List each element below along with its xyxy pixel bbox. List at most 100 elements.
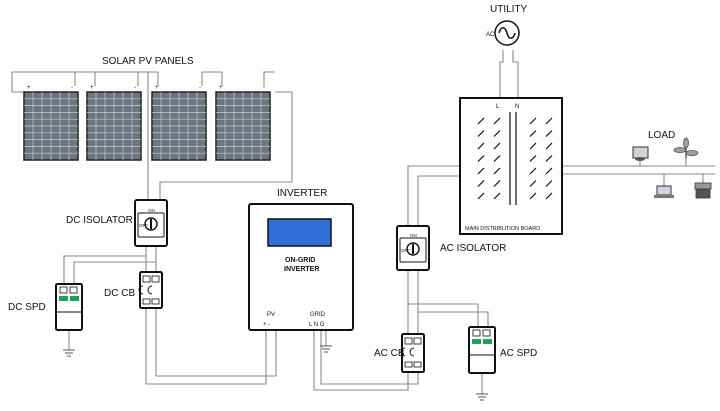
mdb-breaker-rows xyxy=(477,117,553,200)
panel-negative-terminal: - xyxy=(71,85,73,91)
panel-negative-terminal: - xyxy=(199,85,201,91)
ac-spd-wire-a xyxy=(408,303,479,328)
inverter-type-line2: INVERTER xyxy=(284,266,319,273)
solar-panel-array: +-+-+-+- xyxy=(23,85,271,161)
breaker-switch-icon xyxy=(529,192,537,200)
utility-l-wire xyxy=(499,50,504,98)
inverter-grid-terminals: L N G xyxy=(309,322,325,328)
mdb-label: MAIN DISTRIBUTION BOARD xyxy=(465,226,540,232)
solar-panel: +- xyxy=(23,85,79,161)
breaker-switch-icon xyxy=(545,130,553,137)
breaker-switch-icon xyxy=(477,130,485,137)
solar-panel: +- xyxy=(86,85,142,161)
dc-cb-label: DC CB xyxy=(104,288,135,299)
dc-spd-wire-b xyxy=(73,261,156,285)
inv-grid-n-wire xyxy=(320,330,419,385)
breaker-switch-icon xyxy=(493,142,501,150)
ac-isolator-on-label: ON xyxy=(410,233,417,238)
pv-negative-wire xyxy=(159,91,293,200)
dc-circuit-breaker[interactable] xyxy=(138,271,163,309)
laptop-icon xyxy=(654,185,674,198)
breaker-switch-icon xyxy=(529,142,537,150)
breaker-switch-icon xyxy=(545,142,553,150)
ac-symbol-label: AC xyxy=(486,32,495,38)
dc-isolator-off-label: OFF xyxy=(139,223,148,228)
dc-spd-label: DC SPD xyxy=(8,302,46,313)
mdb-l-label: L xyxy=(496,104,500,110)
ground-dc-spd xyxy=(63,330,75,357)
ac-iso-mdb-wire-b xyxy=(417,175,460,226)
dc-spd-indicator xyxy=(59,296,68,301)
panel-negative-terminal: - xyxy=(263,85,265,91)
solar-pv-panels-label: SOLAR PV PANELS xyxy=(102,56,194,67)
breaker-switch-icon xyxy=(477,155,485,162)
breaker-switch-icon xyxy=(493,192,501,200)
inverter-type-line1: ON-GRID xyxy=(285,257,315,264)
ac-spd[interactable] xyxy=(468,326,496,374)
dc-isolator-label: DC ISOLATOR xyxy=(66,215,133,226)
wiring xyxy=(11,50,715,391)
breaker-switch-icon xyxy=(545,117,553,125)
ac-iso-mdb-wire-a xyxy=(407,165,460,226)
breaker-switch-icon xyxy=(529,130,537,137)
breaker-switch-icon xyxy=(545,192,553,200)
mdb-n-label: N xyxy=(515,104,519,110)
breaker-switch-icon xyxy=(545,167,553,175)
inverter[interactable]: ON-GRID INVERTER PV + - GRID L N G xyxy=(248,203,354,331)
breaker-switch-icon xyxy=(493,167,501,175)
series-link-1 xyxy=(74,71,96,86)
cooker-icon xyxy=(694,182,712,199)
ac-isolator[interactable]: ON OFF xyxy=(396,225,430,271)
breaker-switch-icon xyxy=(493,117,501,125)
ground-inverter xyxy=(320,330,332,353)
breaker-switch-icon xyxy=(545,155,553,162)
dc-cb-inverter-wire-a xyxy=(145,308,267,385)
lamp-icon xyxy=(632,146,649,161)
pv-positive-wire xyxy=(11,71,148,93)
breaker-switch-icon xyxy=(529,180,537,187)
inverter-title: INVERTER xyxy=(277,188,327,199)
dc-spd[interactable] xyxy=(55,283,83,331)
dc-isolator-on-label: ON xyxy=(148,208,155,213)
dc-isolator[interactable]: ON OFF xyxy=(134,199,168,247)
inverter-pv-label: PV xyxy=(267,312,275,318)
inverter-grid-label: GRID xyxy=(310,312,326,318)
series-link-4 xyxy=(263,71,275,86)
breaker-switch-icon xyxy=(493,130,501,137)
breaker-switch-icon xyxy=(477,180,485,187)
dc-cb-inverter-wire-b xyxy=(155,308,277,377)
ground-ac-spd xyxy=(476,373,488,401)
panel-positive-terminal: + xyxy=(155,85,159,91)
breaker-switch-icon xyxy=(477,192,485,200)
inverter-lcd xyxy=(267,218,332,247)
ac-spd-indicator xyxy=(472,339,481,344)
panel-positive-terminal: + xyxy=(27,85,31,91)
panel-negative-terminal: - xyxy=(134,85,136,91)
breaker-switch-icon xyxy=(529,117,537,125)
main-distribution-board[interactable]: L N MAIN DISTRIBUTION BOARD xyxy=(459,97,563,235)
breaker-switch-icon xyxy=(529,167,537,175)
inv-grid-l-wire xyxy=(313,330,409,391)
ac-circuit-breaker[interactable] xyxy=(400,333,425,373)
ac-isolator-off-label: OFF xyxy=(401,248,410,253)
breaker-switch-icon xyxy=(493,155,501,162)
inverter-pv-terminals: + - xyxy=(263,322,270,328)
breaker-switch-icon xyxy=(529,155,537,162)
panel-positive-terminal: + xyxy=(90,85,94,91)
fan-icon xyxy=(673,137,699,158)
ac-sine-icon xyxy=(498,27,516,39)
ac-spd-label: AC SPD xyxy=(500,348,537,359)
breaker-switch-icon xyxy=(477,142,485,150)
load-label: LOAD xyxy=(648,130,675,141)
series-link-2 xyxy=(137,71,159,86)
breaker-switch-icon xyxy=(477,167,485,175)
dc-spd-wire-a xyxy=(63,255,146,285)
dc-spd-indicator xyxy=(70,296,79,301)
solar-panel: +- xyxy=(151,85,207,161)
ac-cb-label: AC CB xyxy=(374,348,405,359)
panel-positive-terminal: + xyxy=(219,85,223,91)
utility-label: UTILITY xyxy=(490,4,528,15)
series-link-3 xyxy=(201,71,223,86)
